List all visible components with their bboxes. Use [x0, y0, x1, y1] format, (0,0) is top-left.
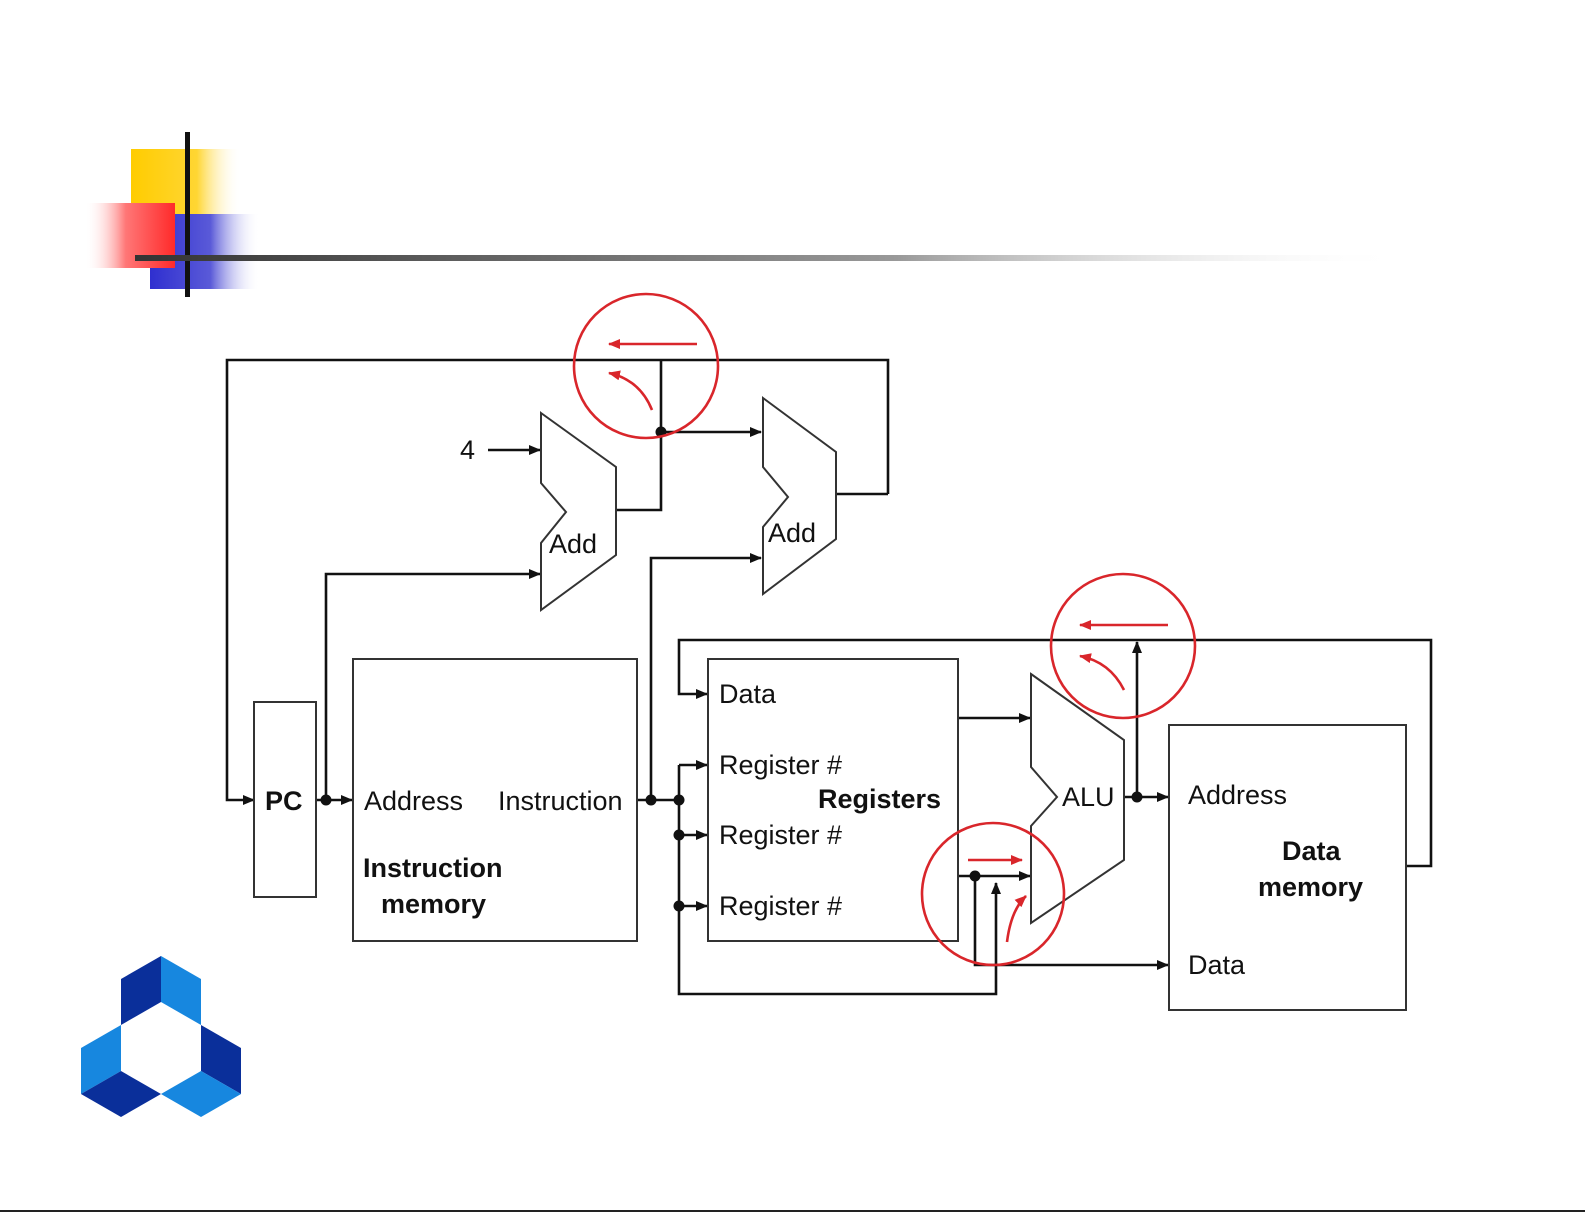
dmem-name-line1: Data: [1282, 836, 1342, 866]
reg-register1-label: Register #: [719, 750, 842, 780]
imem-name-line1: Instruction: [363, 853, 503, 883]
branch-adder-label: Add: [768, 518, 816, 548]
dmem-name-line2: memory: [1258, 872, 1363, 902]
slide-bottom-border: [0, 1210, 1585, 1212]
pc-label: PC: [265, 786, 303, 816]
reg-data-label: Data: [719, 679, 777, 709]
reg-register2-label: Register #: [719, 820, 842, 850]
highlight-pc-feedback: [574, 294, 718, 438]
imem-address-label: Address: [364, 786, 463, 816]
dmem-address-label: Address: [1188, 780, 1287, 810]
pc-adder-label: Add: [549, 529, 597, 559]
highlight-data-feedback: [1051, 574, 1195, 718]
branch-adder: [763, 398, 836, 594]
constant-four-label: 4: [460, 435, 475, 465]
reg-register3-label: Register #: [719, 891, 842, 921]
corner-logo-icon: [81, 956, 241, 1117]
imem-instruction-label: Instruction: [498, 786, 623, 816]
slide-logo-icon: [85, 132, 1405, 297]
dmem-data-label: Data: [1188, 950, 1246, 980]
pc-adder: [541, 413, 616, 610]
imem-name-line2: memory: [381, 889, 486, 919]
alu-label: ALU: [1062, 782, 1115, 812]
registers-name-label: Registers: [818, 784, 941, 814]
